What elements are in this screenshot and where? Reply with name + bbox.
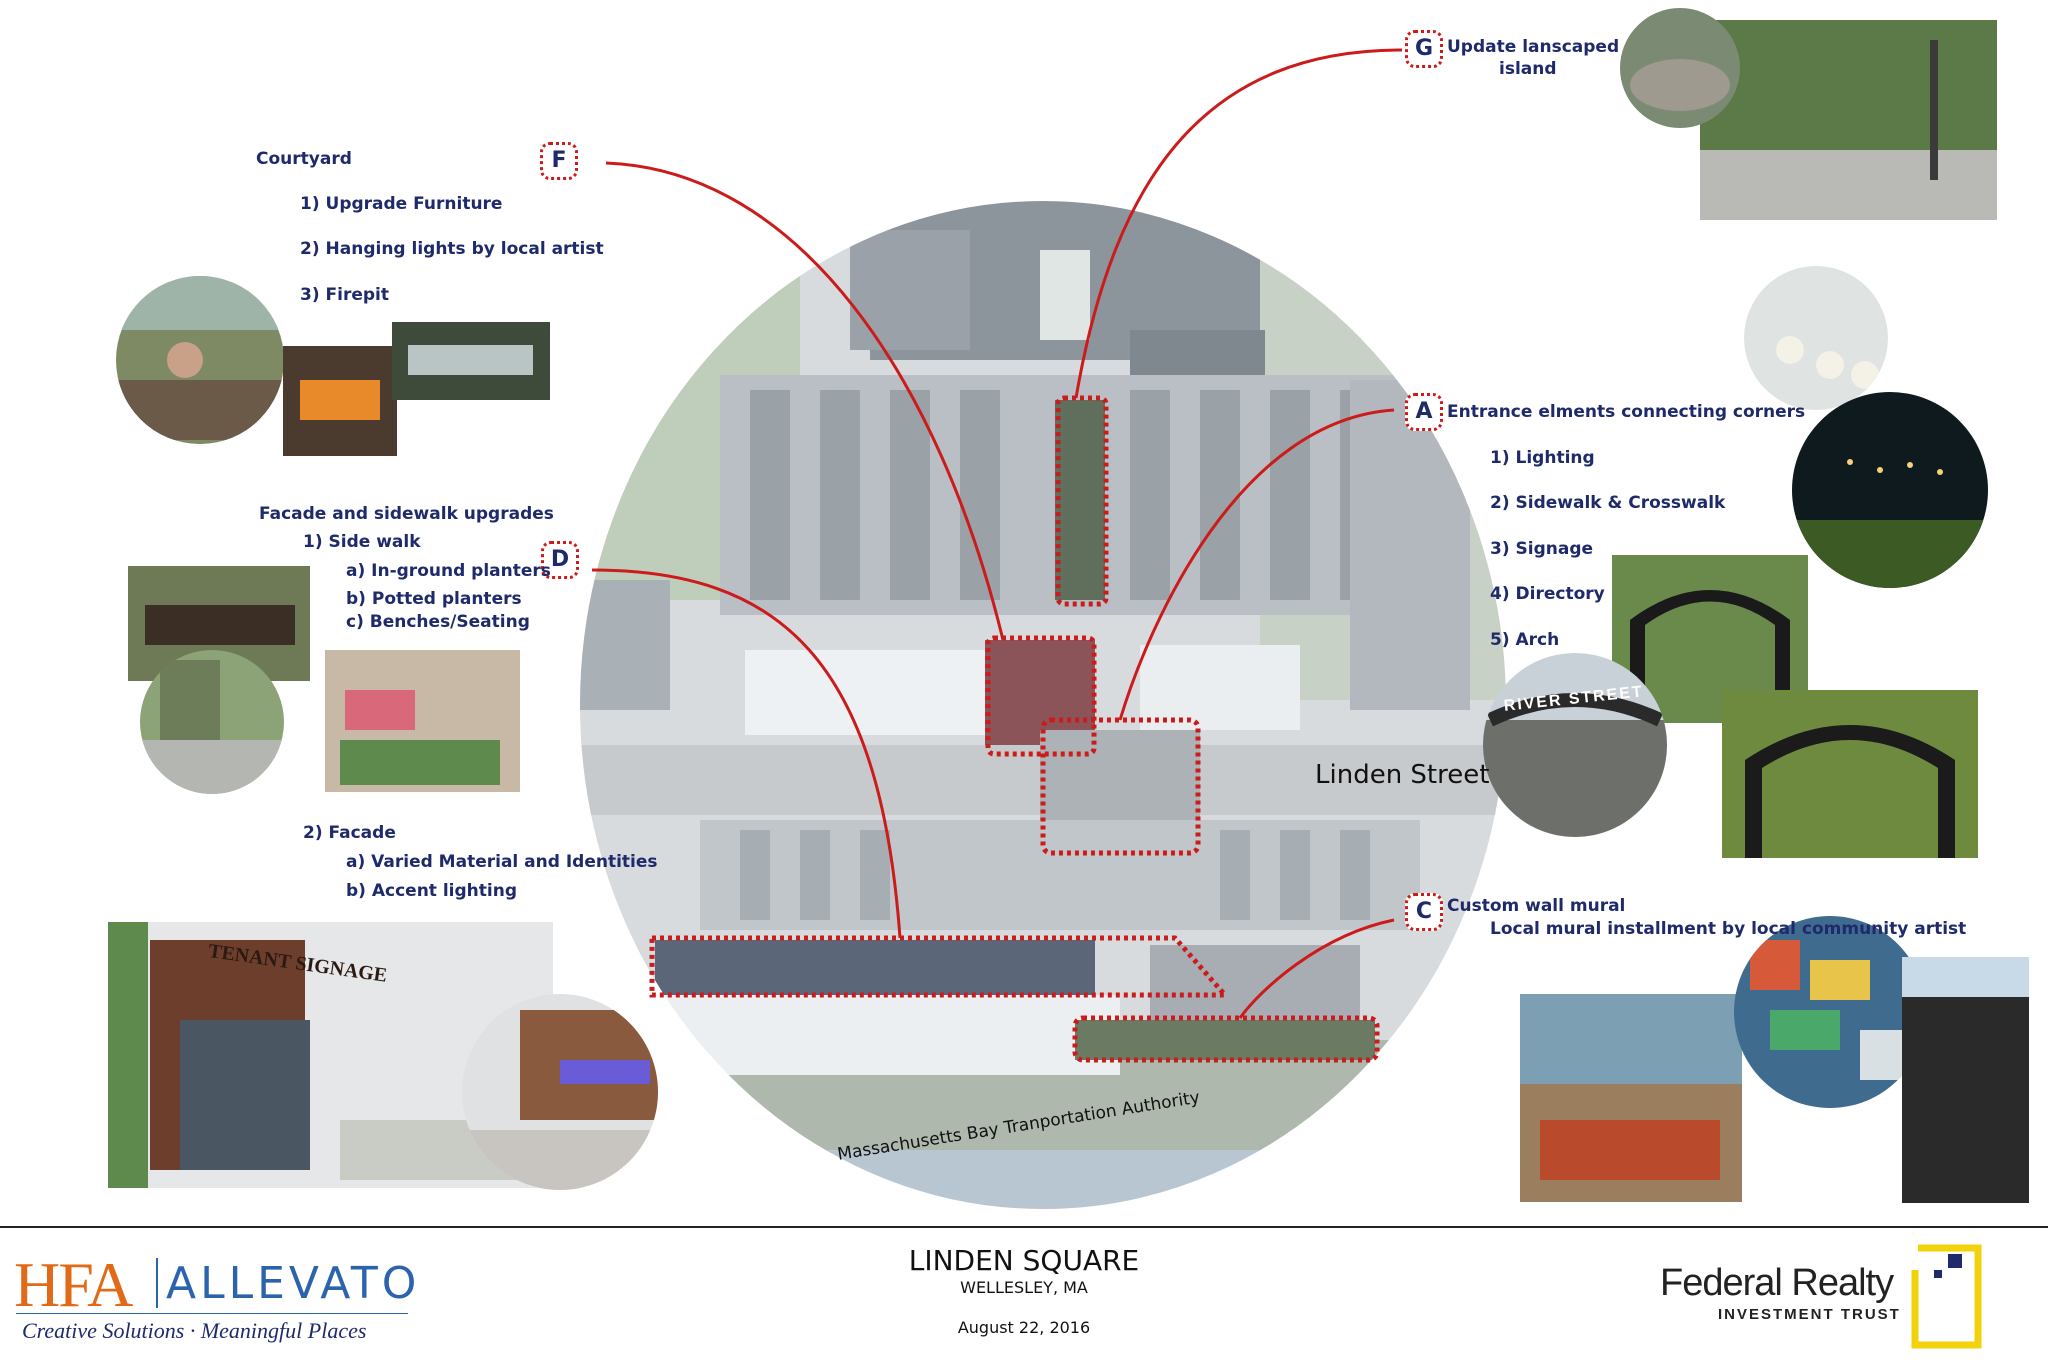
photo-facade-sidewalk-group (128, 566, 520, 794)
zone-g-island (1055, 395, 1109, 607)
callout-d-item-1: 1) Side walk (303, 532, 421, 552)
callout-f-item-2: 2) Hanging lights by local artist (300, 239, 604, 259)
callout-f-title: Courtyard (256, 149, 352, 169)
zone-c-mural (1072, 1015, 1380, 1063)
logo-tagline: Creative Solutions · Meaningful Places (22, 1318, 367, 1343)
logo-underline (16, 1313, 408, 1314)
callout-d-item-2b: b) Accent lighting (346, 881, 517, 901)
callout-a-item-3: 3) Signage (1490, 539, 1594, 559)
linden-street-label: Linden Street (1315, 760, 1490, 790)
callout-d-item-2: 2) Facade (303, 823, 396, 843)
callout-f-item-1: 1) Upgrade Furniture (300, 194, 503, 214)
callout-c-item-1: Local mural installment by local communi… (1490, 919, 1967, 939)
federal-realty-name: Federal Realty (1660, 1262, 1894, 1304)
marker-d-badge: D (541, 541, 579, 579)
callout-d-item-2a: a) Varied Material and Identities (346, 852, 658, 872)
callout-d-item-1a: a) In-ground planters (346, 561, 551, 581)
leader-d (591, 568, 902, 939)
callout-d-title: Facade and sidewalk upgrades (259, 504, 554, 524)
marker-g-badge: G (1405, 30, 1443, 68)
callout-a-item-2: 2) Sidewalk & Crosswalk (1490, 493, 1726, 513)
hfa-logo-divider (156, 1258, 158, 1308)
project-title: LINDEN SQUARE (908, 1244, 1140, 1277)
project-location: WELLESLEY, MA (960, 1278, 1088, 1297)
marker-c-badge: C (1405, 893, 1443, 931)
leader-a (1118, 408, 1395, 721)
federal-realty-subtitle: INVESTMENT TRUST (1718, 1306, 1901, 1323)
photo-mural-group (1520, 916, 2029, 1203)
photo-courtyard-group (116, 276, 550, 456)
photo-landscaped-island-group (1620, 8, 1997, 220)
photo-entrance-group (1483, 266, 1988, 858)
marker-a-badge: A (1405, 393, 1443, 431)
callout-g-title-line2: island (1499, 59, 1557, 79)
marker-f-badge: F (540, 142, 578, 180)
hfa-logo-text: HFA (14, 1249, 133, 1320)
callout-d-item-1c: c) Benches/Seating (346, 612, 530, 632)
callout-a-item-4: 4) Directory (1490, 584, 1605, 604)
project-date: August 22, 2016 (957, 1318, 1091, 1337)
callout-a-title: Entrance elments connecting corners (1447, 402, 1806, 422)
leader-f (605, 161, 1005, 641)
callout-f-item-3: 3) Firepit (300, 285, 389, 305)
callout-a-item-5: 5) Arch (1490, 630, 1560, 650)
callout-c-title: Custom wall mural (1447, 896, 1626, 916)
aerial-site-map (578, 48, 1508, 1211)
callout-d-item-1b: b) Potted planters (346, 589, 522, 609)
callout-g-title: Update lanscaped (1447, 37, 1620, 57)
photo-tenant-signage-group (108, 922, 658, 1190)
zone-a-intersection (1040, 717, 1201, 856)
allevato-logo-text: ALLEVATO (166, 1258, 421, 1309)
callout-a-item-1: 1) Lighting (1490, 448, 1595, 468)
leader-c (1238, 918, 1395, 1019)
footer-divider (0, 1226, 2048, 1228)
leader-g (1074, 48, 1403, 399)
federal-realty-mark (1911, 1244, 1982, 1349)
zone-f-courtyard (985, 635, 1097, 757)
